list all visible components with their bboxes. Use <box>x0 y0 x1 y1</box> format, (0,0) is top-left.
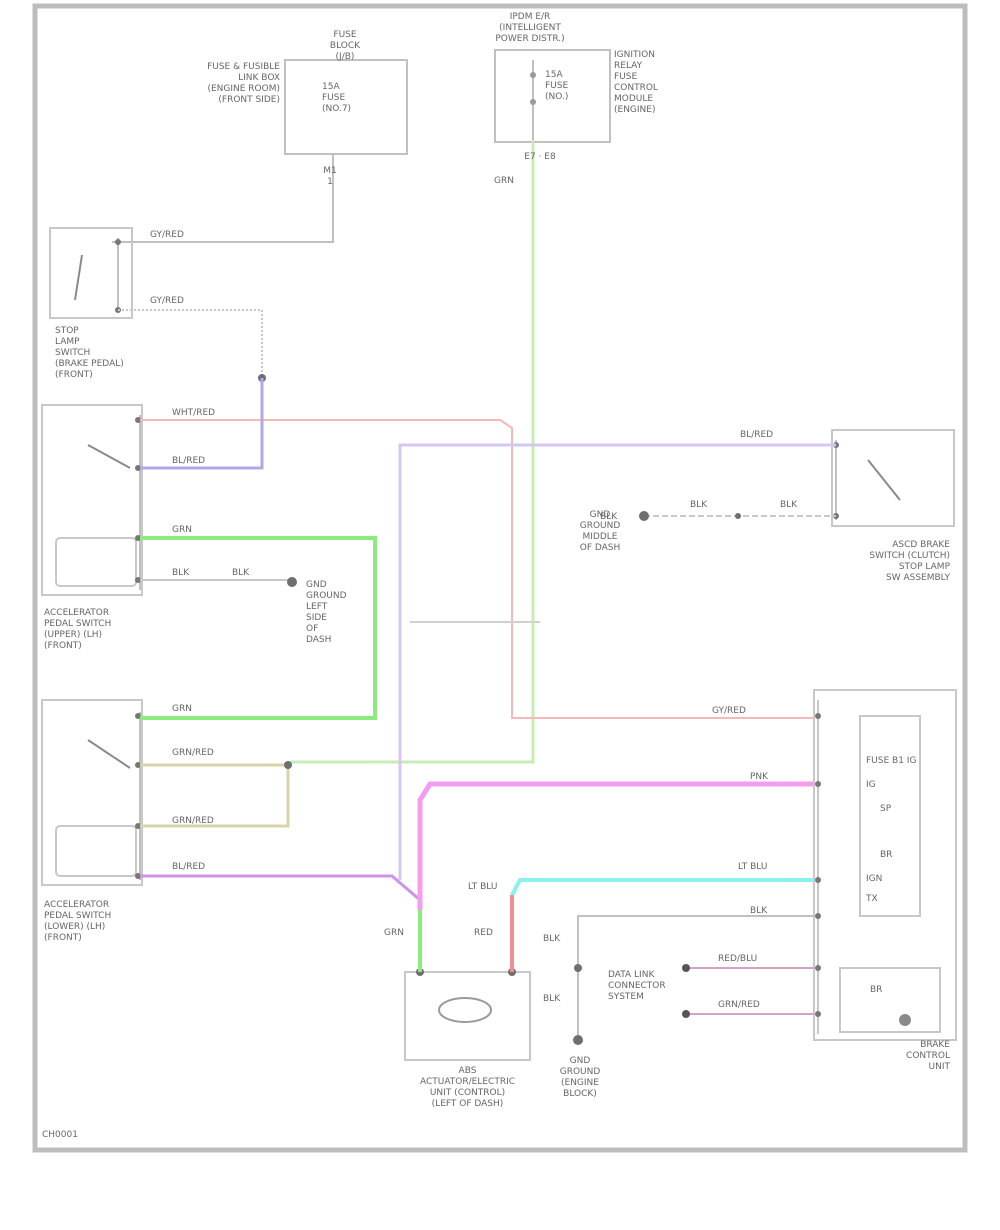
wire-label: GY/RED <box>150 296 184 306</box>
ipdm-title: IPDM E/R (INTELLIGENT POWER DISTR.) <box>495 12 565 44</box>
wire-label: WHT/RED <box>172 408 216 418</box>
wire-purple-accel1 <box>140 378 264 470</box>
wire-label: GRN <box>172 525 192 535</box>
ecm-box <box>813 689 957 1041</box>
fuse-block-box <box>284 59 408 155</box>
wire-violet-accel2-abs <box>140 874 422 972</box>
wire-label: PNK <box>750 772 769 782</box>
stop-lamp-switch-label: STOP LAMP SWITCH (BRAKE PEDAL) (FRONT) <box>55 326 124 380</box>
wire-fuse-to-stop-switch <box>112 154 334 243</box>
ecm-pin-2: IG <box>866 780 876 790</box>
wire-label: BL/RED <box>172 862 206 872</box>
wire-stop-switch-out <box>118 309 263 378</box>
wire-label: GY/RED <box>150 230 184 240</box>
ipdm-bottom: E7 · E8 <box>524 152 556 162</box>
ipdm-right-note: IGNITION RELAY FUSE CONTROL MODULE (ENGI… <box>614 50 658 115</box>
accel-switch-1-label: ACCELERATOR PEDAL SWITCH (UPPER) (LH) (F… <box>44 608 112 651</box>
fuse-block-inner: 15A FUSE (NO.7) <box>322 82 352 114</box>
wire-cyan-ecm-abs <box>510 878 814 896</box>
wire-green-ipdm <box>290 140 535 764</box>
ipdm-box <box>494 49 611 143</box>
wire-green-loop <box>140 536 377 720</box>
wire-label: BLK <box>543 934 561 944</box>
wire-label: RED/BLU <box>718 954 758 964</box>
wire-label: RED <box>474 928 493 938</box>
wire-label: BLK <box>690 500 708 510</box>
wire-magenta-ecm-abs <box>417 781 814 910</box>
brake-control-unit-label: BRAKE CONTROL UNIT <box>906 1040 950 1072</box>
wire-label: GRN <box>172 704 192 714</box>
wire-pink-accel1-ecm <box>140 419 814 719</box>
brake-switch-right-label: ASCD BRAKE SWITCH (CLUTCH) STOP LAMP SW … <box>869 540 950 583</box>
ecm-pin-1: FUSE B1 IG <box>866 756 917 766</box>
wire-label: GY/RED <box>712 706 746 716</box>
wire-label: BLK <box>543 994 561 1004</box>
accel-switch-1-box <box>41 404 143 596</box>
ecm-pin-7: BR <box>870 985 883 995</box>
wire-black-ecm-gnd <box>577 915 814 1040</box>
wire-label: GRN <box>494 176 514 186</box>
ecm-pin-6: TX <box>866 894 878 904</box>
accel-switch-2-box <box>41 699 143 886</box>
wire-label: BL/RED <box>740 430 774 440</box>
wire-label: BLK <box>780 500 798 510</box>
wire-label: GRN/RED <box>172 748 214 758</box>
wire-label: GRN <box>384 928 404 938</box>
abs-unit-label: ABS ACTUATOR/ELECTRIC UNIT (CONTROL) (LE… <box>419 1066 516 1109</box>
ground-bottom-label: GND GROUND (ENGINE BLOCK) <box>559 1056 601 1099</box>
wire-purple-brake-abs <box>398 443 836 880</box>
diagram-frame <box>32 3 968 1153</box>
ground-left-label: GND GROUND LEFT SIDE OF DASH <box>306 580 347 645</box>
ecm-pin-5: IGN <box>866 874 883 884</box>
page-code: CH0001 <box>42 1130 78 1140</box>
wire-label: BLK <box>750 906 768 916</box>
data-link-label: DATA LINK CONNECTOR SYSTEM <box>608 970 666 1002</box>
ecm-pin-3: SP <box>880 804 892 814</box>
ground-mid-label: GND GROUND MIDDLE OF DASH <box>579 510 621 553</box>
wire-label: BLK <box>172 568 190 578</box>
stop-lamp-switch-box <box>49 227 133 319</box>
wire-label: LT BLU <box>738 862 768 872</box>
ecm-pin-4: BR <box>880 850 893 860</box>
fuse-block-bottom: M1 1 <box>323 166 337 187</box>
wire-label: BLK <box>232 568 250 578</box>
wire-label: BL/RED <box>172 456 206 466</box>
fuse-block-title: FUSE BLOCK (J/B) <box>329 30 361 62</box>
fuse-block-left-note: FUSE & FUSIBLE LINK BOX (ENGINE ROOM) (F… <box>207 62 280 105</box>
wire-label: BLK <box>600 512 618 522</box>
wire-label: LT BLU <box>468 882 498 892</box>
ipdm-inner: 15A FUSE (NO.) <box>545 70 569 102</box>
accel-switch-2-label: ACCELERATOR PEDAL SWITCH (LOWER) (LH) (F… <box>44 900 112 943</box>
wire-olive-accel2-low <box>140 765 290 828</box>
wire-label: GRN/RED <box>718 1000 760 1010</box>
abs-unit-box <box>404 971 531 1061</box>
brake-switch-right-box <box>831 429 955 527</box>
wire-label: GRN/RED <box>172 816 214 826</box>
